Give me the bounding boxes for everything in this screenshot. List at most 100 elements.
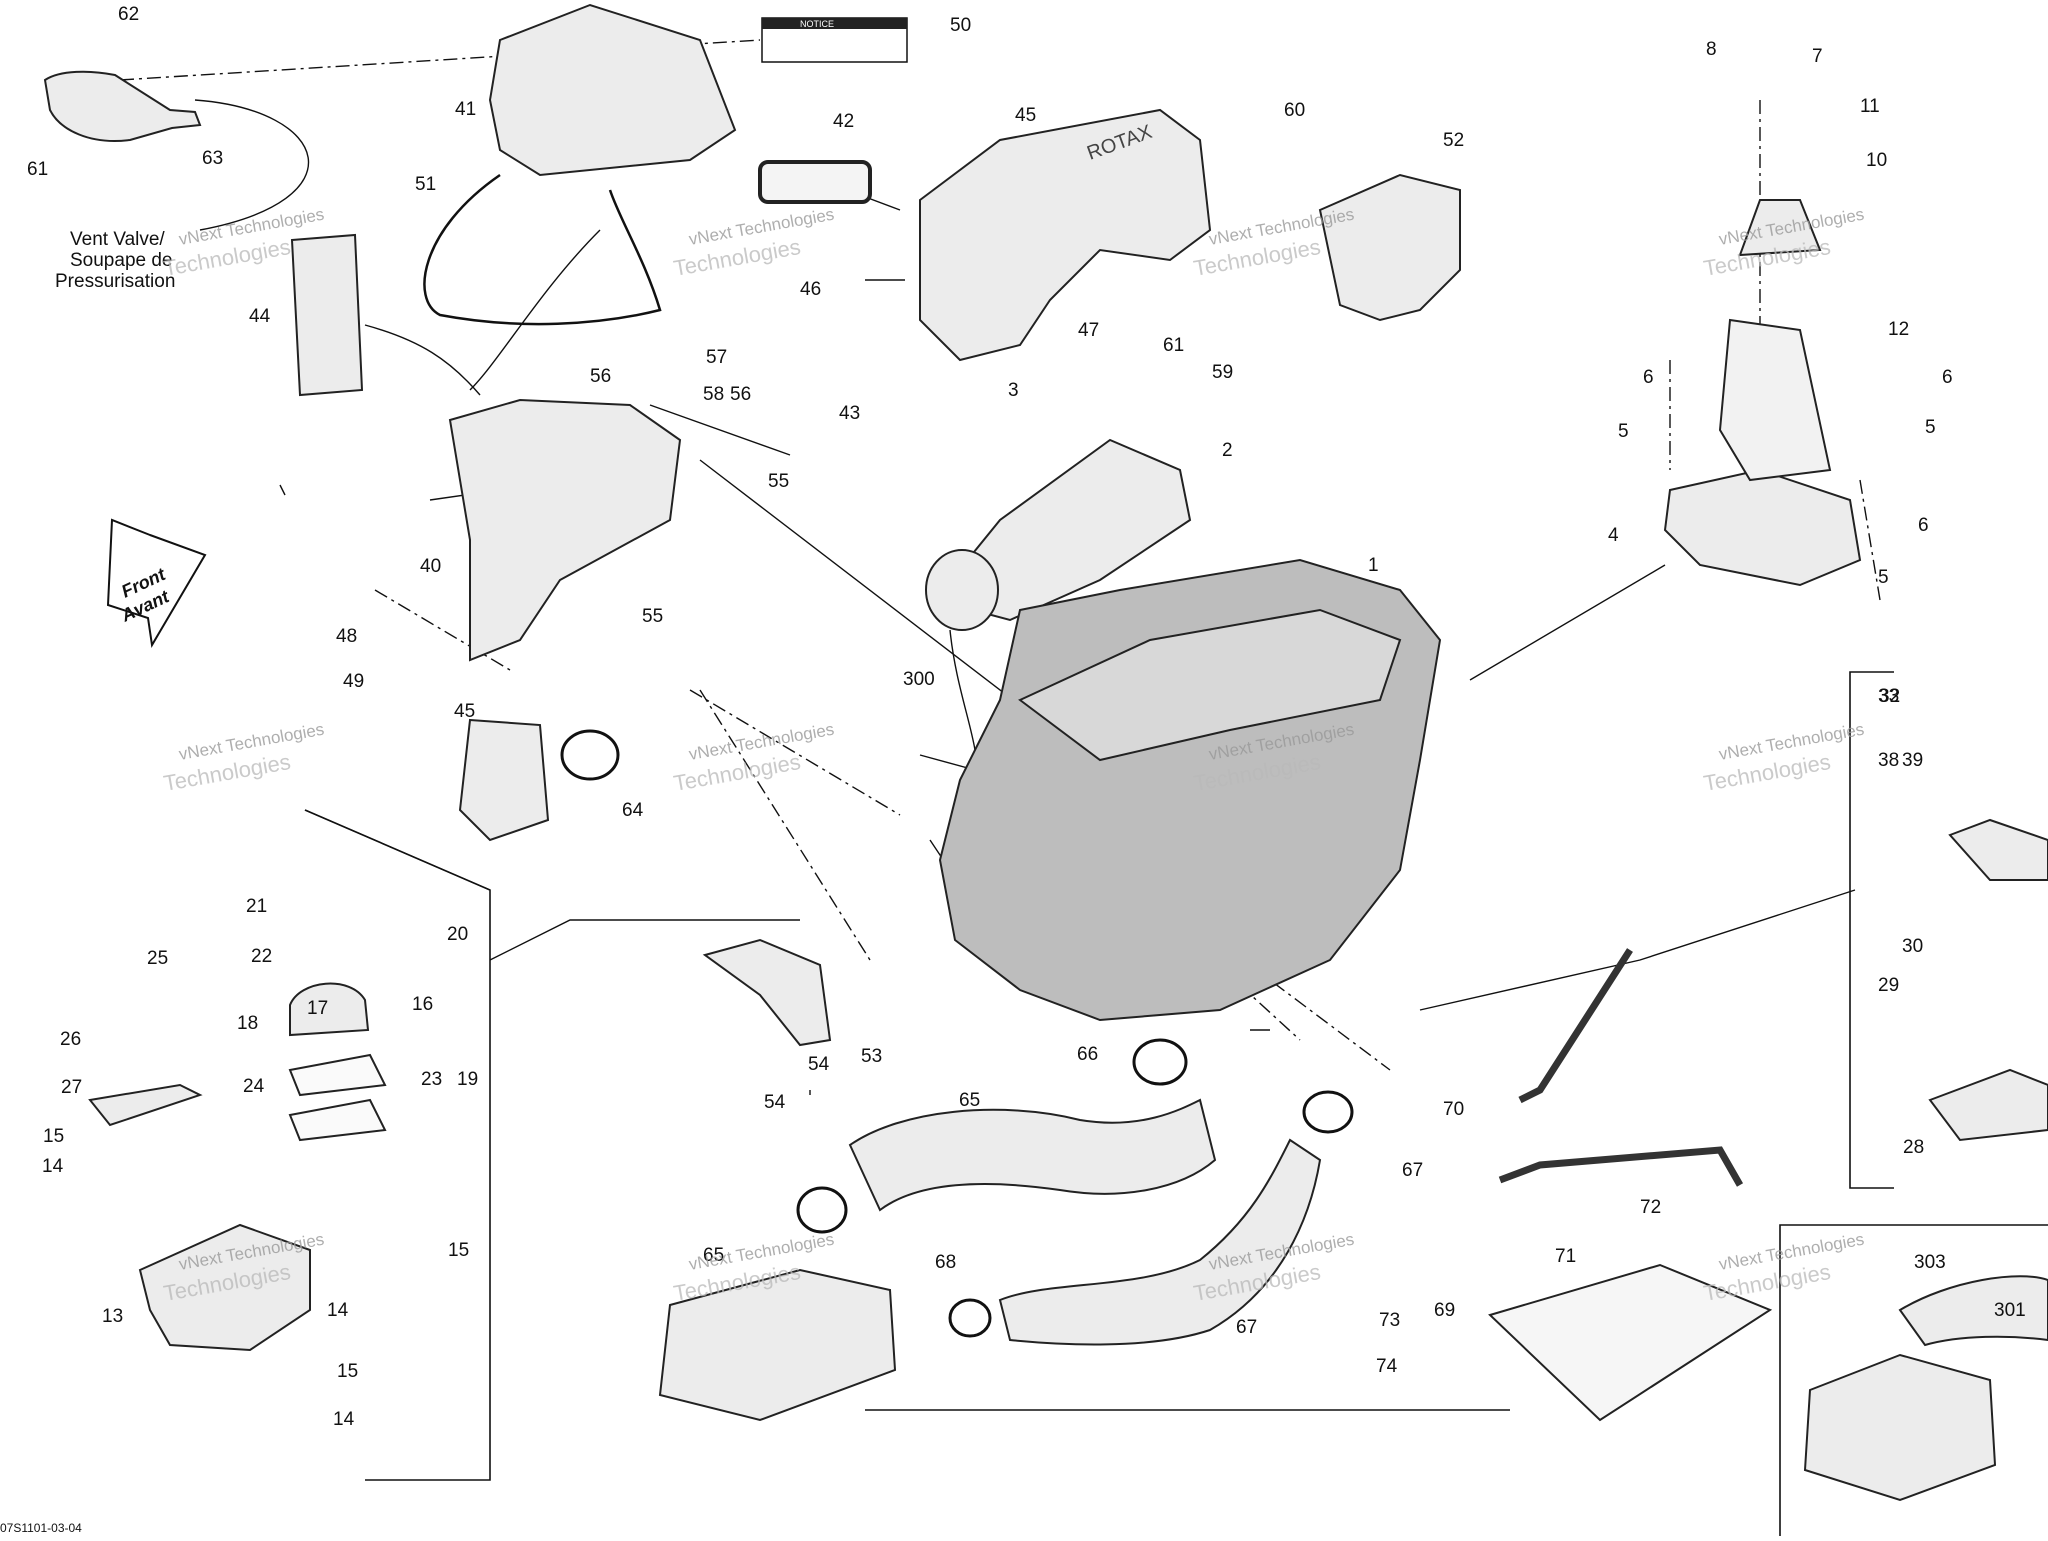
callout-3: 3 <box>1008 380 1019 401</box>
callout-60: 60 <box>1284 100 1305 121</box>
plate-70 <box>1488 1263 1773 1422</box>
callout-73: 73 <box>1379 1310 1400 1331</box>
cover-strap <box>423 173 662 326</box>
air-box <box>448 398 682 662</box>
callout-46: 46 <box>800 279 821 300</box>
callout-52: 52 <box>1443 130 1464 151</box>
detail-boxes <box>304 671 2048 1536</box>
callout-30: 30 <box>1902 936 1923 957</box>
callout-29: 29 <box>1878 975 1899 996</box>
callout-18: 18 <box>237 1013 258 1034</box>
callout-13: 13 <box>102 1306 123 1327</box>
vent-hose <box>43 70 202 142</box>
callout-33: 33 <box>1878 686 1899 707</box>
callout-42: 42 <box>833 111 854 132</box>
callout-10: 10 <box>1866 150 1887 171</box>
callout-65: 65 <box>959 1090 980 1111</box>
shim-21a <box>288 1053 387 1097</box>
front-arrow <box>106 518 207 648</box>
clamp-67a <box>1302 1090 1354 1134</box>
callout-6: 6 <box>1942 367 1953 388</box>
callout-68: 68 <box>935 1252 956 1273</box>
vent-label-line: Pressurisation <box>55 271 175 292</box>
side-cover <box>1318 173 1461 322</box>
callout-14: 14 <box>327 1300 349 1321</box>
bracket-51 <box>702 938 832 1047</box>
callout-44: 44 <box>249 306 271 327</box>
callout-25: 25 <box>147 948 168 969</box>
callout-11: 11 <box>1860 96 1880 117</box>
callout-67: 67 <box>1402 1160 1423 1181</box>
callout-32: 32 <box>1879 686 1900 707</box>
callout-20: 20 <box>447 924 468 945</box>
callout-6: 6 <box>1643 367 1654 388</box>
callout-300: 300 <box>903 669 935 690</box>
callout-66: 66 <box>1077 1044 1098 1065</box>
callout-67: 67 <box>1236 1317 1257 1338</box>
rotax-engine-cover <box>919 108 1212 362</box>
callout-17: 17 <box>307 998 328 1019</box>
callout-63: 63 <box>202 148 223 169</box>
shim-21b <box>288 1098 387 1142</box>
callout-24: 24 <box>243 1076 265 1097</box>
callout-56: 56 <box>730 384 751 405</box>
callout-50: 50 <box>950 15 971 36</box>
callout-59: 59 <box>1212 362 1233 383</box>
callout-70: 70 <box>1443 1099 1464 1120</box>
intake-boot <box>458 718 550 842</box>
callout-41: 41 <box>455 99 476 120</box>
bracket-26 <box>1928 1068 2048 1142</box>
callout-2: 2 <box>1222 440 1233 461</box>
callout-301: 301 <box>1994 1300 2026 1321</box>
engine-mount-13 <box>138 1223 311 1352</box>
callout-21: 21 <box>246 896 267 917</box>
callout-15: 15 <box>448 1240 469 1261</box>
callout-8: 8 <box>1706 39 1717 60</box>
vent-label-line: Soupape de <box>70 250 173 271</box>
clamp-65a <box>1132 1038 1188 1086</box>
callout-57: 57 <box>706 347 727 368</box>
intake-sleeve <box>290 233 364 397</box>
mount-10 <box>1738 199 1822 257</box>
callout-14: 14 <box>42 1156 64 1177</box>
clamp-65b <box>796 1186 848 1234</box>
callout-48: 48 <box>336 626 357 647</box>
vent-label-line: Vent Valve/ <box>70 229 165 250</box>
parts <box>43 3 2048 1502</box>
callout-15: 15 <box>337 1361 358 1382</box>
strap-69b <box>1498 1146 1744 1187</box>
callout-7: 7 <box>1812 46 1823 67</box>
callout-64: 64 <box>622 800 644 821</box>
callout-4: 4 <box>1608 525 1619 546</box>
callout-54: 54 <box>764 1092 786 1113</box>
callout-6: 6 <box>1918 515 1929 536</box>
callout-71: 71 <box>1555 1246 1576 1267</box>
callout-12: 12 <box>1888 319 1909 340</box>
callout-303: 303 <box>1914 1252 1946 1273</box>
callout-61: 61 <box>1163 335 1184 356</box>
callout-43: 43 <box>839 403 860 424</box>
strap-69a <box>1518 948 1633 1104</box>
callout-5: 5 <box>1618 421 1629 442</box>
callout-1: 1 <box>1368 555 1379 576</box>
bracket-22 <box>88 1083 203 1127</box>
callout-26: 26 <box>60 1029 81 1050</box>
callout-62: 62 <box>118 4 139 25</box>
callout-51: 51 <box>415 174 436 195</box>
callout-5: 5 <box>1878 567 1889 588</box>
gasket <box>758 160 872 204</box>
callout-40: 40 <box>420 556 441 577</box>
callout-56: 56 <box>590 366 611 387</box>
intercooler-63 <box>658 1268 897 1422</box>
callout-47: 47 <box>1078 320 1099 341</box>
mount-18 <box>289 982 370 1037</box>
engine-top <box>1018 608 1402 762</box>
callout-54: 54 <box>808 1054 830 1075</box>
callout-58: 58 <box>703 384 724 405</box>
callout-65: 65 <box>703 1245 724 1266</box>
callout-61: 61 <box>27 159 48 180</box>
mount-right-box <box>1948 818 2048 881</box>
callout-45: 45 <box>454 701 475 722</box>
